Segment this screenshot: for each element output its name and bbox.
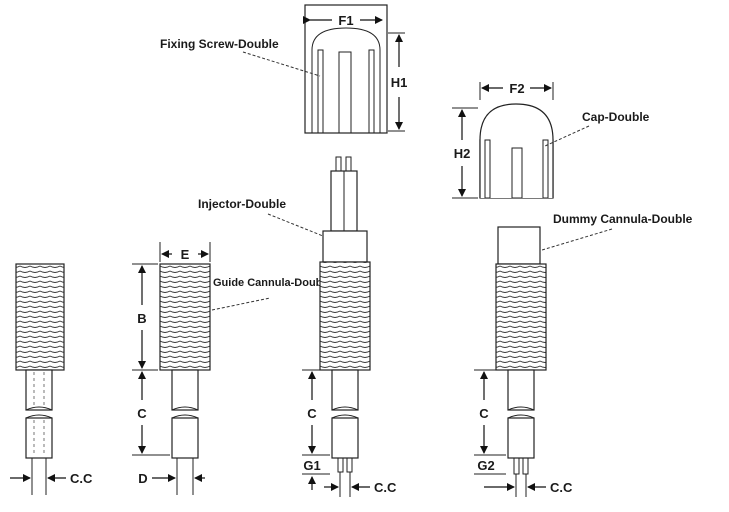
- f2-dimension: F2: [479, 81, 554, 100]
- cap-drawing: [479, 103, 554, 199]
- c-dummy-label: C: [479, 406, 489, 421]
- cc-left-dimension: C.C: [10, 471, 93, 486]
- c-guide-label: C: [137, 406, 147, 421]
- guide-cannula-leader: [211, 297, 271, 311]
- g2-label: G2: [477, 458, 494, 473]
- e-dimension: E: [159, 242, 211, 262]
- fixing-screw-label: Fixing Screw-Double: [160, 37, 279, 51]
- g1-label: G1: [303, 458, 320, 473]
- e-label: E: [181, 247, 190, 262]
- cc-injector-dimension: C.C: [324, 480, 397, 495]
- guide-cannula-drawing: [159, 263, 211, 495]
- h2-label: H2: [454, 146, 471, 161]
- h2-dimension: H2: [452, 107, 478, 199]
- cc-dummy-label: C.C: [550, 480, 573, 495]
- g1-dimension: G1: [302, 458, 330, 490]
- c-guide-dimension: C: [132, 371, 170, 456]
- c-injector-label: C: [307, 406, 317, 421]
- left-cannula-drawing: [15, 263, 65, 495]
- h1-dimension: H1: [388, 32, 408, 132]
- f1-label: F1: [338, 13, 353, 28]
- d-label: D: [138, 471, 147, 486]
- guide-cannula-label: Guide Cannula-Double: [213, 277, 332, 289]
- cap-leader: [544, 125, 590, 147]
- g2-dimension: G2: [474, 458, 506, 475]
- fixing-screw-drawing: [304, 4, 388, 134]
- injector-leader: [267, 213, 324, 237]
- b-label: B: [137, 311, 146, 326]
- cc-left-label: C.C: [70, 471, 93, 486]
- injector-drawing: [319, 156, 371, 497]
- cc-injector-label: C.C: [374, 480, 397, 495]
- c-injector-dimension: C: [302, 369, 330, 456]
- cc-dummy-dimension: C.C: [484, 480, 573, 495]
- b-dimension: B: [132, 263, 158, 371]
- cap-label: Cap-Double: [582, 110, 650, 124]
- injector-label: Injector-Double: [198, 197, 286, 211]
- fixing-screw-leader: [242, 51, 321, 77]
- c-dummy-dimension: C: [474, 369, 506, 456]
- dummy-cannula-label: Dummy Cannula-Double: [553, 212, 693, 226]
- h1-label: H1: [391, 75, 408, 90]
- f2-label: F2: [509, 81, 524, 96]
- d-dimension: D: [138, 471, 205, 486]
- f1-dimension: F1: [303, 13, 383, 28]
- dummy-cannula-leader: [541, 228, 613, 251]
- dummy-cannula-drawing: [495, 226, 547, 497]
